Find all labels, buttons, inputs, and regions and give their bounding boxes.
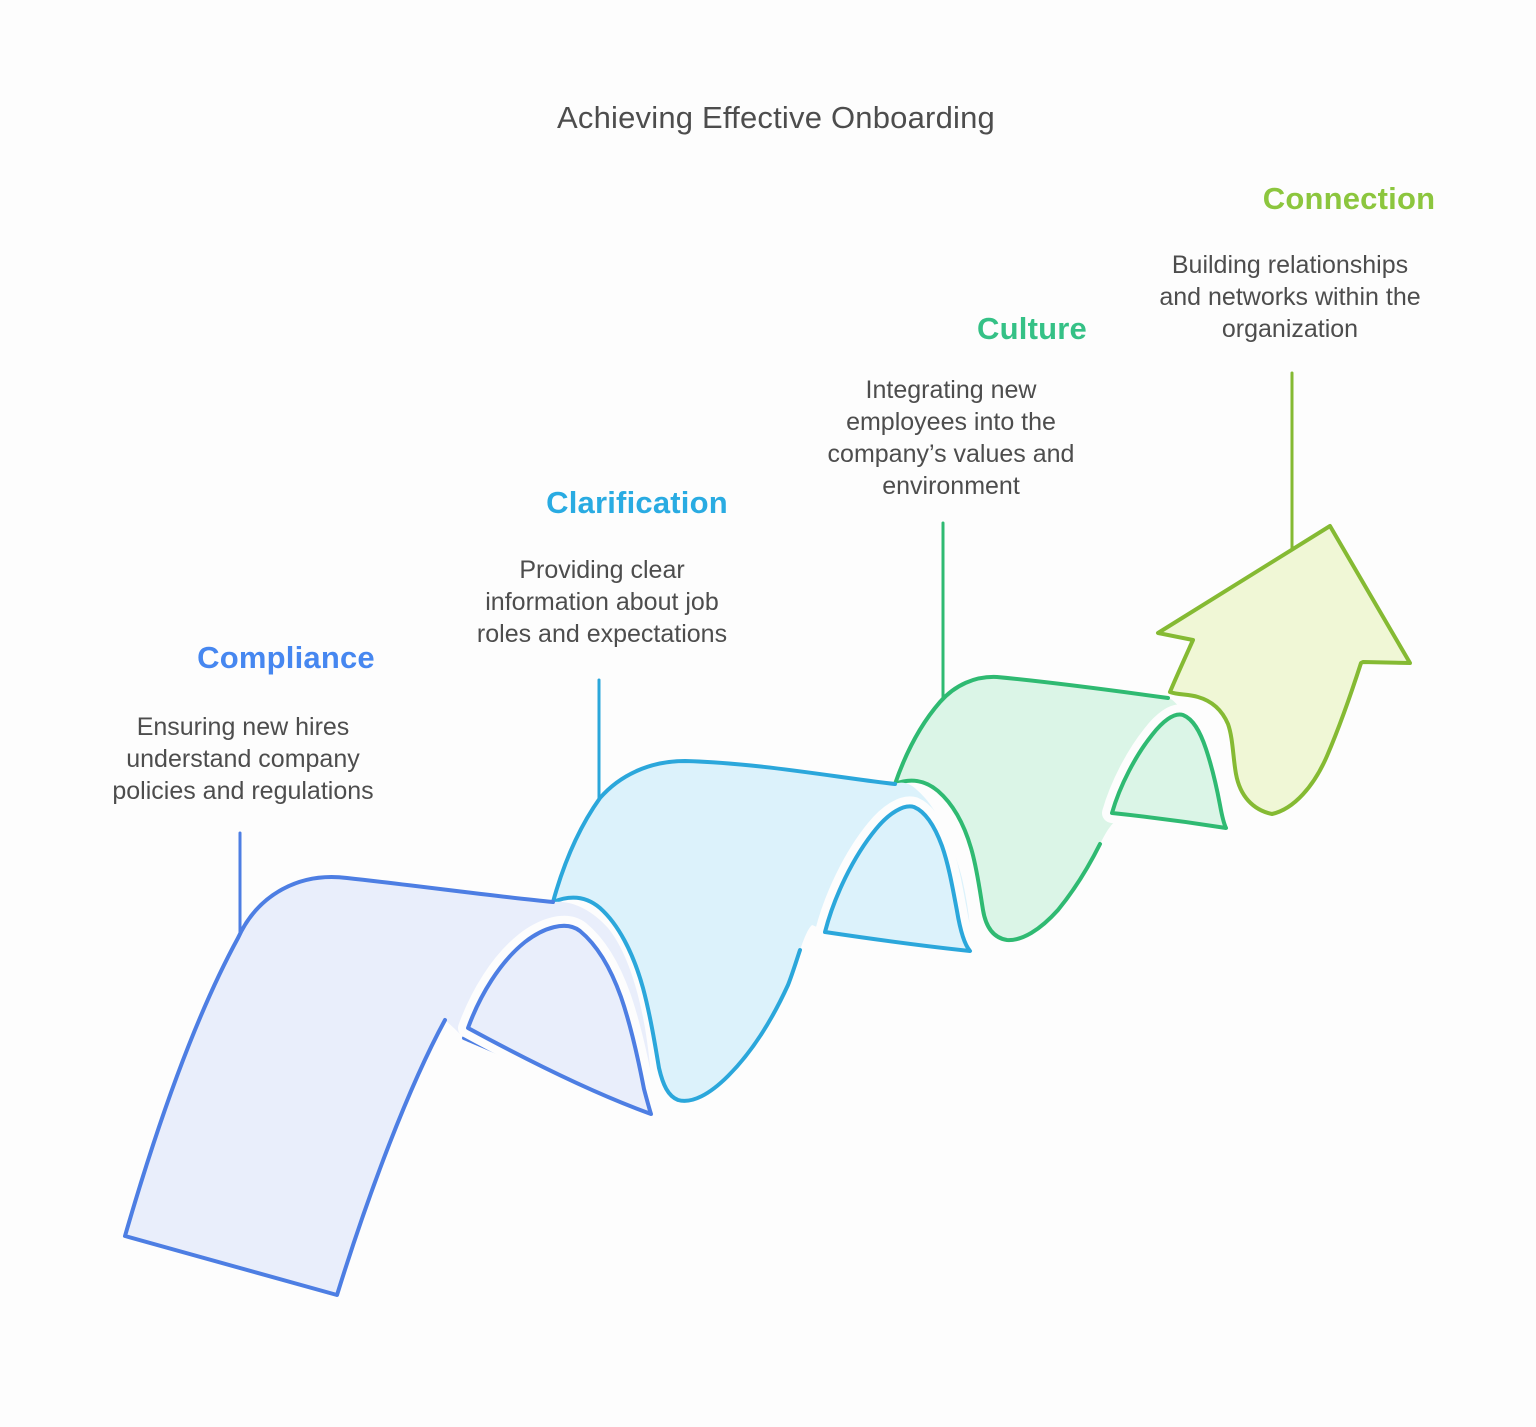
stage-label-clarification: Clarification [546,485,728,520]
stage-description-connection: Building relationships and networks with… [1159,249,1420,345]
stage-description-culture: Integrating new employees into the compa… [828,374,1075,502]
compliance-fin [466,923,653,1116]
description-line: policies and regulations [112,777,374,805]
description-line: roles and expectations [476,620,728,648]
stage-label-connection: Connection [1262,181,1436,216]
description-line: Integrating new [865,376,1037,404]
description-line: employees into the [846,408,1056,436]
stage-description-clarification: Providing clear information about job ro… [477,554,727,650]
culture-fin [1110,712,1228,830]
clarification-fin [823,804,972,953]
description-line: organization [1221,315,1359,343]
description-line: Building relationships [1171,251,1409,279]
page-title: Achieving Effective Onboarding [557,100,995,135]
description-line: Providing clear [519,556,685,584]
stage-label-compliance: Compliance [197,640,375,675]
description-line: company’s values and [827,440,1075,468]
connection-arrow-shape [1156,524,1412,816]
stage-description-compliance: Ensuring new hires understand company po… [112,711,373,807]
description-line: and networks within the [1159,283,1421,311]
description-line: understand company [126,745,360,773]
description-line: information about job [485,588,719,616]
stage-label-culture: Culture [977,311,1087,346]
description-line: environment [882,472,1020,500]
description-line: Ensuring new hires [136,713,350,741]
